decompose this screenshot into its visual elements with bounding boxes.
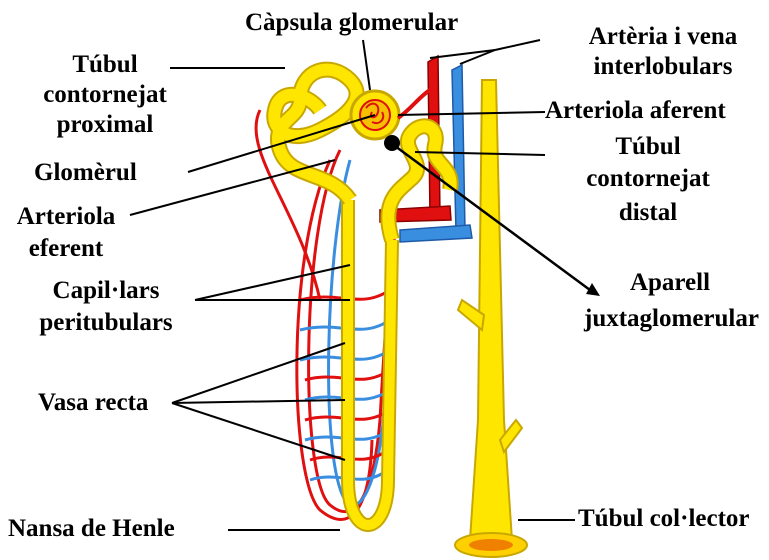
label-vasa-recta: Vasa recta: [38, 388, 148, 418]
label-juxta-2: juxtaglomerular: [584, 304, 756, 334]
label-pct-1: Túbul: [46, 50, 164, 80]
label-dct-3: distal: [558, 198, 738, 228]
label-loop-of-henle: Nansa de Henle: [8, 514, 175, 544]
label-afferent: Arteriola aferent: [545, 96, 726, 126]
label-capillaries-2: peritubulars: [22, 308, 190, 338]
collecting-duct: [455, 80, 527, 557]
label-collecting-duct: Túbul col·lector: [578, 504, 750, 534]
label-pct-3: proximal: [26, 110, 184, 140]
label-dct-2: contornejat: [558, 164, 738, 194]
label-glomerulus: Glomèrul: [34, 158, 137, 188]
label-juxta-1: Aparell: [584, 268, 756, 298]
label-pct-2: contornejat: [14, 80, 196, 110]
label-capsule: Càpsula glomerular: [245, 8, 458, 38]
label-efferent-2: eferent: [4, 234, 128, 264]
label-dct-1: Túbul: [558, 132, 738, 162]
label-capillaries-1: Capil·lars: [22, 276, 190, 306]
label-efferent-1: Arteriola: [4, 202, 128, 232]
label-vessels-2: interlobulars: [568, 52, 758, 82]
label-vessels-1: Artèria i vena: [568, 22, 758, 52]
vasa-recta: [256, 110, 395, 519]
